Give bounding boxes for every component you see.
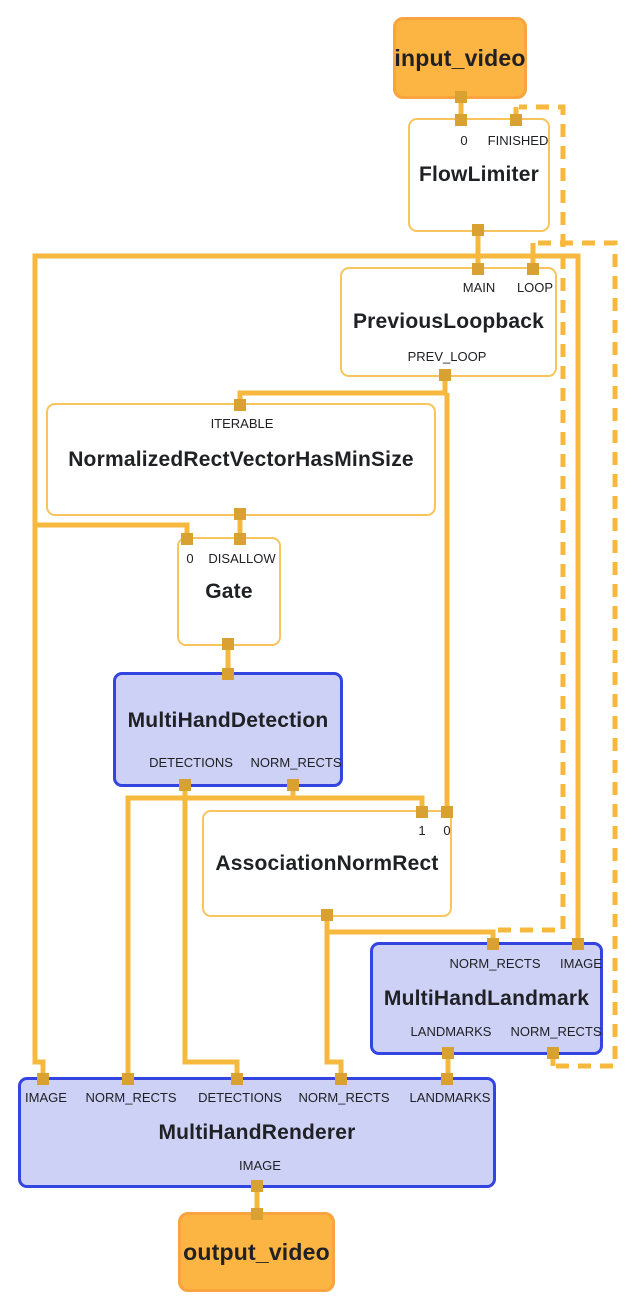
edge-prevloop-iterable	[237, 375, 448, 405]
port-label-prev-loop: PREV_LOOP	[407, 349, 487, 364]
port-label-main: MAIN	[462, 280, 496, 295]
port-label-image-in: IMAGE	[560, 956, 602, 971]
node-title: input_video	[394, 44, 526, 71]
node-flowlimiter[interactable]: 0 FINISHED FlowLimiter	[408, 118, 550, 232]
port-label-norm-rects-out: NORM_RECTS	[510, 1024, 602, 1039]
node-title: MultiHandRenderer	[158, 1120, 356, 1144]
port-label-0: 0	[443, 823, 451, 838]
port-label-finished: FINISHED	[487, 133, 549, 148]
node-output-video[interactable]: output_video	[178, 1212, 335, 1292]
port-label-norm-rects: NORM_RECTS	[250, 755, 342, 770]
port-label-loop: LOOP	[516, 280, 554, 295]
port-label-landmarks-in: LANDMARKS	[409, 1090, 491, 1105]
node-input-video[interactable]: input_video	[393, 17, 527, 99]
edge-handrects-renderer	[324, 915, 344, 1079]
node-title: FlowLimiter	[418, 163, 540, 186]
node-associationnormrect[interactable]: 1 0 AssociationNormRect	[202, 810, 452, 917]
node-title: NormalizedRectVectorHasMinSize	[68, 447, 414, 471]
node-normalizedrectvectorhasminsize[interactable]: ITERABLE NormalizedRectVectorHasMinSize	[46, 403, 436, 516]
node-multihandlandmark[interactable]: NORM_RECTS IMAGE MultiHandLandmark LANDM…	[370, 942, 603, 1055]
node-title: AssociationNormRect	[215, 851, 439, 875]
node-title: output_video	[183, 1238, 330, 1265]
node-title: Gate	[205, 579, 253, 603]
port-label-landmarks-out: LANDMARKS	[410, 1024, 492, 1039]
port-label-detections-in: DETECTIONS	[198, 1090, 282, 1105]
node-title: PreviousLoopback	[352, 310, 545, 333]
port-label-norm-rects-in: NORM_RECTS	[449, 956, 541, 971]
node-multihandrenderer[interactable]: IMAGE NORM_RECTS DETECTIONS NORM_RECTS L…	[18, 1077, 496, 1188]
node-gate[interactable]: 0 DISALLOW Gate	[177, 537, 281, 646]
node-title: MultiHandDetection	[127, 708, 329, 732]
node-multihanddetection[interactable]: MultiHandDetection DETECTIONS NORM_RECTS	[113, 672, 343, 787]
port-label-norm-rects-in-2: NORM_RECTS	[298, 1090, 390, 1105]
node-title: MultiHandLandmark	[383, 986, 590, 1010]
port-label-0: 0	[460, 133, 468, 148]
port-label-1: 1	[418, 823, 426, 838]
port-label-detections: DETECTIONS	[149, 755, 233, 770]
port-label-0: 0	[186, 551, 194, 566]
edge-throttled-gate	[35, 522, 190, 539]
port-label-image-out: IMAGE	[239, 1158, 281, 1173]
port-label-image-in: IMAGE	[25, 1090, 67, 1105]
node-previousloopback[interactable]: MAIN LOOP PreviousLoopback PREV_LOOP	[340, 267, 557, 377]
port-label-disallow: DISALLOW	[208, 551, 276, 566]
port-label-iterable: ITERABLE	[210, 416, 274, 431]
port-label-norm-rects-in-1: NORM_RECTS	[85, 1090, 177, 1105]
